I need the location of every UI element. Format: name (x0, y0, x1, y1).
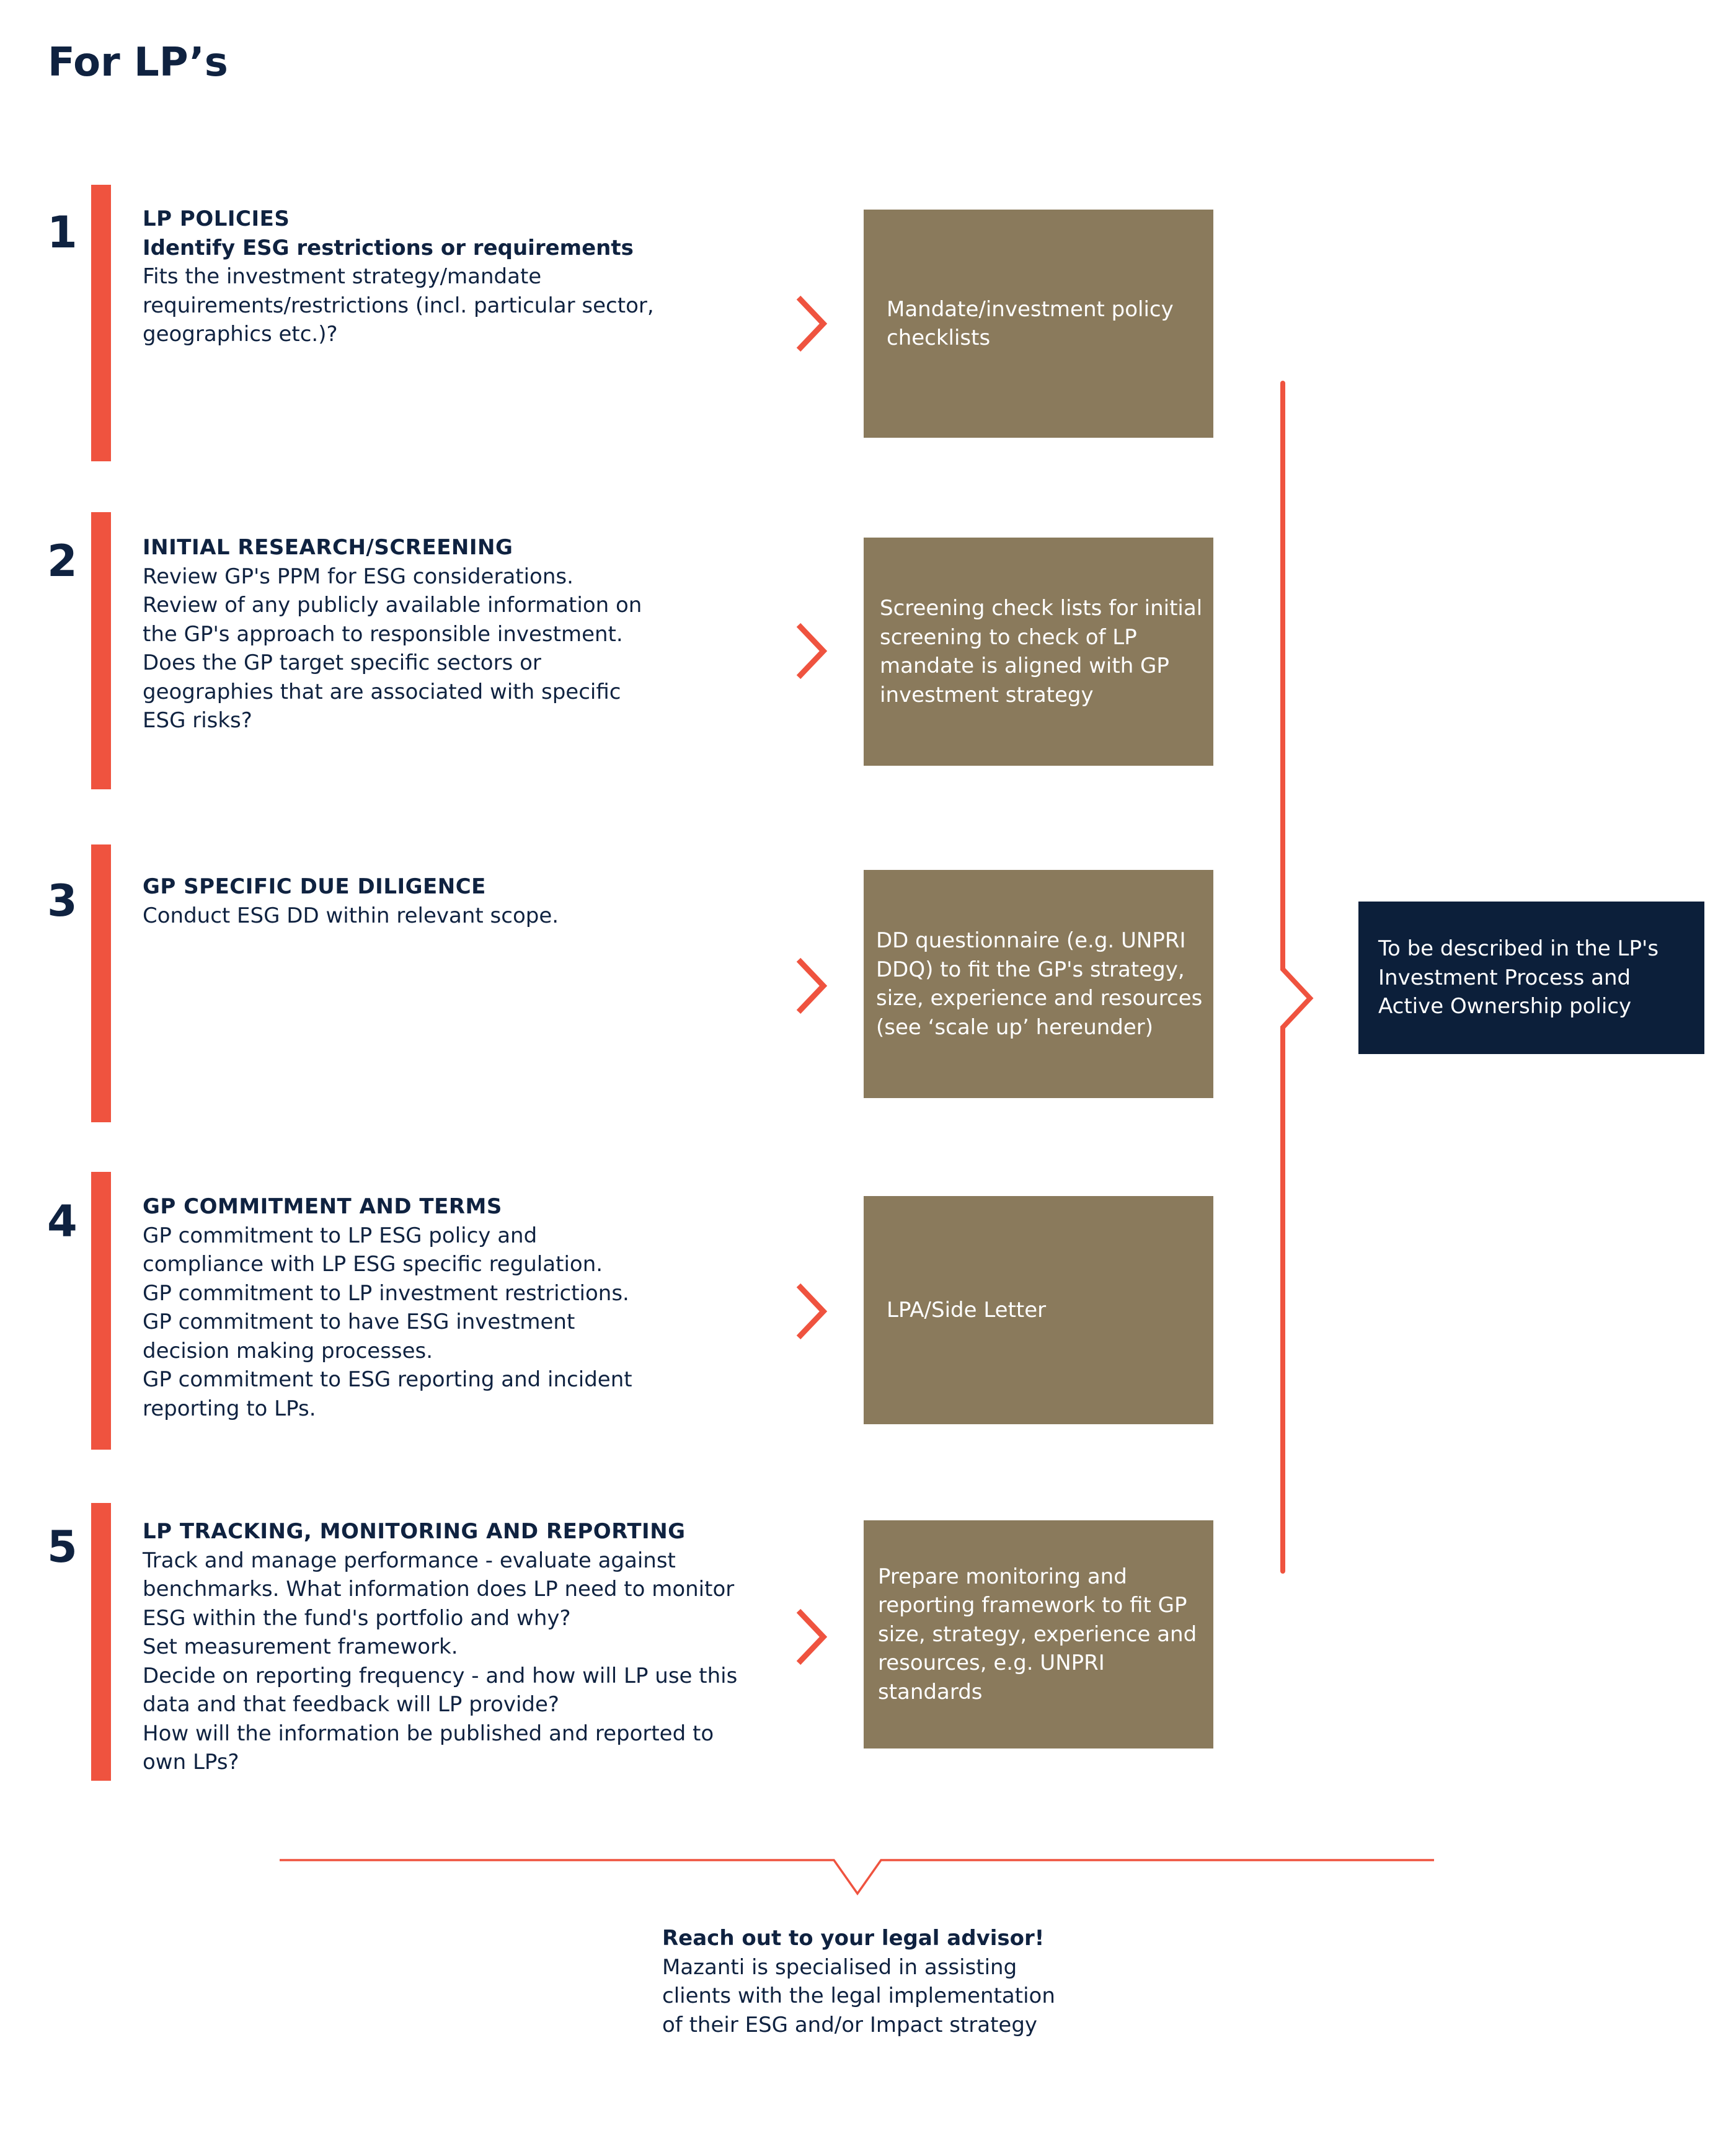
step-title: LP POLICIES (143, 206, 290, 231)
tool-box: LPA/Side Letter (864, 1196, 1213, 1424)
step-bar (91, 1172, 111, 1450)
step-number: 2 (47, 536, 78, 587)
step-bar (91, 844, 111, 1122)
tool-line: reporting framework to fit GP (878, 1593, 1187, 1618)
step-subtitle: Identify ESG restrictions or requirement… (143, 235, 634, 260)
step-title: GP COMMITMENT AND TERMS (143, 1194, 502, 1219)
tool-line: checklists (887, 326, 991, 350)
tool-line: Mandate/investment policy (887, 296, 1174, 322)
step-body-line: benchmarks. What information does LP nee… (143, 1577, 735, 1602)
step-body-line: GP commitment to LP ESG policy and (143, 1223, 538, 1248)
step-body-line: Track and manage performance - evaluate … (143, 1548, 676, 1573)
tool-box: Prepare monitoring and reporting framewo… (864, 1520, 1213, 1748)
step-body-line: Review of any publicly available informa… (143, 593, 642, 618)
step-text: GP SPECIFIC DUE DILIGENCE Conduct ESG DD… (143, 872, 763, 930)
cta-body-line: Mazanti is specialised in assisting (662, 1954, 1017, 1980)
step-body-line: GP commitment to LP investment restricti… (143, 1280, 629, 1306)
step-text: GP COMMITMENT AND TERMS GP commitment to… (143, 1192, 763, 1423)
step-number: 5 (47, 1522, 78, 1572)
step-title: LP TRACKING, MONITORING AND REPORTING (143, 1519, 686, 1544)
tool-line: (see ‘scale up’ hereunder) (876, 1014, 1154, 1040)
summary-line: To be described in the LP's (1378, 936, 1659, 962)
step-number: 4 (47, 1196, 78, 1247)
step-body-line: compliance with LP ESG specific regulati… (143, 1252, 603, 1277)
tool-line: size, experience and resources (876, 986, 1203, 1011)
chevron-right-icon (796, 1283, 828, 1340)
step-body-line: Conduct ESG DD within relevant scope. (143, 903, 559, 928)
step-body-line: GP commitment to have ESG investment (143, 1310, 575, 1334)
step-body-line: Set measurement framework. (143, 1634, 458, 1659)
chevron-right-icon (796, 1608, 828, 1665)
step-bar (91, 1503, 111, 1781)
step-body-line: requirements/restrictions (incl. particu… (143, 293, 654, 318)
step-number: 3 (47, 875, 78, 926)
cta-body-line: of their ESG and/or Impact strategy (662, 2012, 1038, 2037)
tool-line: DDQ) to fit the GP's strategy, (876, 957, 1185, 982)
step-body-line: geographics etc.)? (143, 322, 338, 347)
step-body-line: Decide on reporting frequency - and how … (143, 1663, 738, 1688)
tool-line: Prepare monitoring and (878, 1564, 1127, 1589)
tool-box: Mandate/investment policy checklists (864, 210, 1213, 438)
step-bar (91, 185, 111, 461)
chevron-right-icon (796, 295, 828, 352)
step-text: INITIAL RESEARCH/SCREENING Review GP's P… (143, 533, 763, 735)
step-body-line: own LPs? (143, 1750, 239, 1775)
chevron-right-icon (796, 623, 828, 680)
step-body-line: data and that feedback will LP provide? (143, 1692, 559, 1717)
tool-line: LPA/Side Letter (887, 1297, 1047, 1323)
tool-line: size, strategy, experience and (878, 1621, 1197, 1647)
tool-line: Screening check lists for initial (880, 596, 1203, 621)
step-body-line: geographies that are associated with spe… (143, 679, 621, 704)
step-body-line: GP commitment to ESG reporting and incid… (143, 1367, 632, 1392)
page-title: For LP’s (48, 40, 228, 86)
tool-line: resources, e.g. UNPRI (878, 1651, 1105, 1676)
step-body-line: the GP's approach to responsible investm… (143, 621, 623, 647)
tool-line: DD questionnaire (e.g. UNPRI (876, 928, 1186, 953)
step-body-line: Review GP's PPM for ESG considerations. (143, 564, 574, 589)
summary-box: To be described in the LP's Investment P… (1358, 902, 1704, 1054)
step-title: INITIAL RESEARCH/SCREENING (143, 535, 513, 560)
step-body-line: Fits the investment strategy/mandate (143, 264, 542, 289)
step-body-line: reporting to LPs. (143, 1396, 316, 1421)
tool-line: investment strategy (880, 682, 1094, 707)
step-title: GP SPECIFIC DUE DILIGENCE (143, 874, 486, 899)
cta-block: Reach out to your legal advisor! Mazanti… (662, 1924, 1109, 2039)
chevron-right-icon (796, 957, 828, 1014)
tool-line: screening to check of LP (880, 624, 1137, 650)
step-body-line: decision making processes. (143, 1338, 433, 1363)
step-body-line: ESG risks? (143, 708, 252, 733)
step-number: 1 (47, 207, 78, 258)
summary-line: Active Ownership policy (1378, 994, 1632, 1019)
cta-body-line: clients with the legal implementation (662, 1983, 1055, 2008)
tool-box: Screening check lists for initial screen… (864, 538, 1213, 766)
tool-line: standards (878, 1679, 983, 1704)
step-body-line: ESG within the fund's portfolio and why? (143, 1605, 571, 1631)
tool-box: DD questionnaire (e.g. UNPRI DDQ) to fit… (864, 870, 1213, 1098)
summary-line: Investment Process and (1378, 965, 1631, 990)
step-body-line: Does the GP target specific sectors or (143, 650, 541, 675)
step-text: LP POLICIES Identify ESG restrictions or… (143, 205, 763, 349)
tool-line: mandate is aligned with GP (880, 654, 1169, 678)
cta-title: Reach out to your legal advisor! (662, 1926, 1045, 1951)
step-body-line: How will the information be published an… (143, 1721, 714, 1746)
step-text: LP TRACKING, MONITORING AND REPORTING Tr… (143, 1517, 825, 1777)
step-bar (91, 512, 111, 789)
